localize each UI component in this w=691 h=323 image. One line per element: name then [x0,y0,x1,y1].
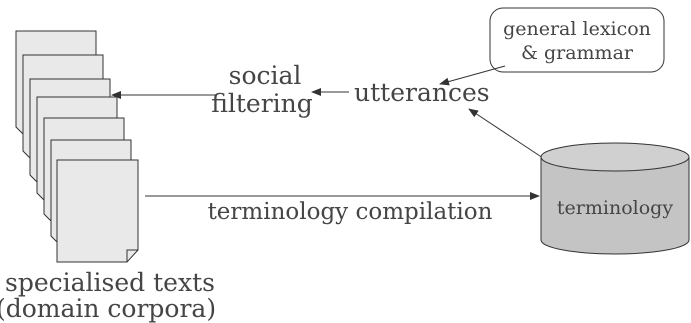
social-filtering-label-line2: filtering [211,89,313,118]
texts-label-line2: (domain corpora) [0,294,216,323]
compilation-label: terminology compilation [208,199,493,225]
document-page-front [56,159,139,263]
social-filtering-label-line1: social [229,61,302,90]
terminology-database [540,142,690,255]
document-page-fold [126,249,138,262]
utterances-label: utterances [354,78,490,107]
cylinder-top [540,142,690,172]
lexicon-label-line2: & grammar [521,42,634,64]
arrow-terminology-to-utterances [468,108,547,161]
terminology-label: terminology [557,197,673,219]
document-stack [15,30,139,263]
texts-label-line1: specialised texts [5,268,215,297]
arrow-lexicon-to-utterances [439,65,506,86]
lexicon-box [489,7,665,73]
cylinder-body [540,156,690,255]
lexicon-label-line1: general lexicon [503,18,651,40]
